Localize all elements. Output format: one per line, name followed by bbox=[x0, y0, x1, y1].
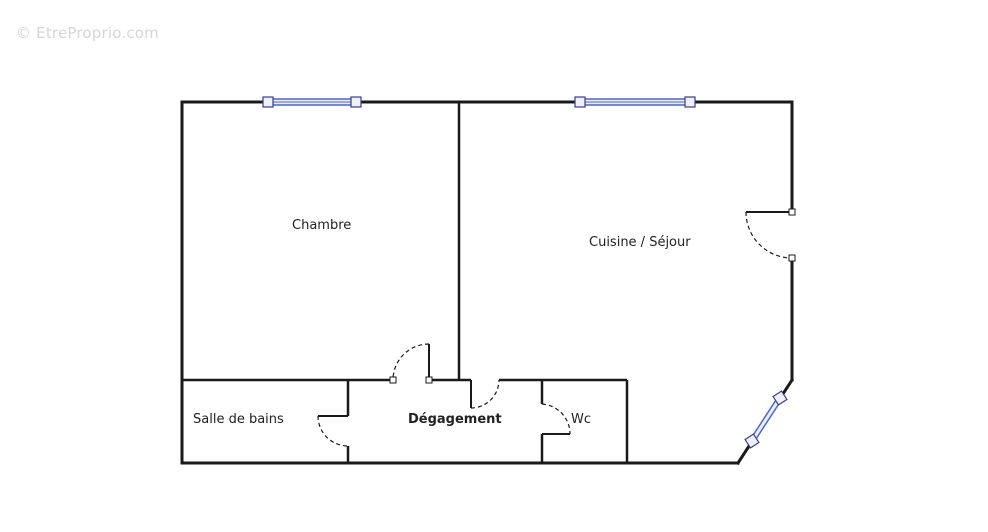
room-label-chambre: Chambre bbox=[292, 218, 352, 233]
room-label-degagement: Dégagement bbox=[408, 412, 502, 427]
window-diagonal bbox=[744, 390, 788, 449]
door-salle-de-bains bbox=[317, 415, 349, 447]
door-sejour bbox=[470, 379, 500, 409]
door-chambre bbox=[389, 343, 433, 384]
interior-walls bbox=[182, 102, 629, 463]
room-label-wc: Wc bbox=[571, 412, 592, 427]
outer-walls bbox=[180, 100, 795, 466]
watermark: © EtreProprio.com bbox=[16, 24, 159, 42]
window-sejour bbox=[574, 96, 696, 108]
room-label-sejour: Cuisine / Séjour bbox=[589, 235, 691, 250]
door-wc bbox=[541, 403, 571, 435]
door-entrance bbox=[745, 208, 796, 262]
window-chambre bbox=[262, 96, 362, 108]
room-label-salle-de-bains: Salle de bains bbox=[193, 412, 284, 427]
